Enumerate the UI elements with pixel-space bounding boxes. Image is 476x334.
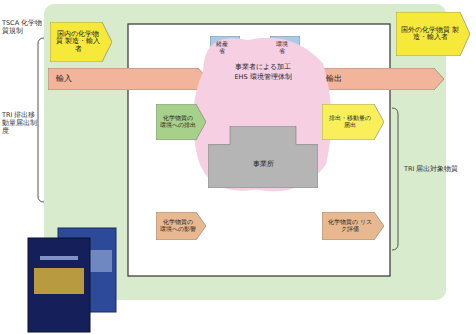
node-text: 国外の化学物質 製造・輸入者	[400, 27, 460, 42]
side-label: TRI 排出移動量届出制度	[2, 112, 38, 135]
right-bracket	[392, 108, 398, 250]
node-text: 経産省	[214, 41, 230, 55]
node-text: 化学物質の リスク評価	[326, 219, 374, 233]
side-label: TRI 届出対象物質	[404, 166, 470, 174]
node-text: EHS 環境管理体制	[234, 74, 291, 81]
arrow-node: 国外の化学物質 製造・輸入者	[396, 12, 470, 56]
arrow-node: 輸出	[318, 68, 444, 90]
arrow-node: 輸入	[48, 68, 208, 90]
arrow-node: 排出・移動量の 届出	[322, 104, 384, 140]
node-text: 化学物質の 環境への排出	[160, 115, 196, 129]
arrow-node: 国内の化学物質 製造・輸入者	[50, 22, 112, 62]
factory-outline	[208, 126, 318, 188]
node-text: 輸入	[56, 75, 72, 84]
arrow-outline	[48, 68, 208, 90]
arrow-node: 化学物質の 環境への排出	[156, 104, 206, 140]
node-text: 環境省	[274, 41, 290, 55]
node-text: 事業者による加工	[235, 64, 291, 71]
left-bracket	[38, 38, 44, 202]
arrow-node: 化学物質の リスク評価	[322, 212, 384, 240]
inner-frame	[128, 24, 390, 276]
node-text: 化学物質の 環境への影響	[160, 219, 196, 233]
node-text: 事業所	[253, 160, 274, 168]
node-text: 排出・移動量の 届出	[326, 115, 374, 129]
side-label: TSCA 化学物質規制	[2, 20, 46, 36]
arrow-node: 化学物質の 環境への影響	[156, 212, 206, 240]
factory-node: 事業所	[208, 126, 318, 188]
node-text: 国内の化学物質 製造・輸入者	[54, 31, 102, 53]
book-illustration	[28, 228, 116, 332]
outer-panel	[44, 4, 446, 300]
node-text: 輸出	[326, 75, 342, 84]
cloud-node: 事業者による加工 EHS 環境管理体制事業所	[188, 30, 338, 198]
